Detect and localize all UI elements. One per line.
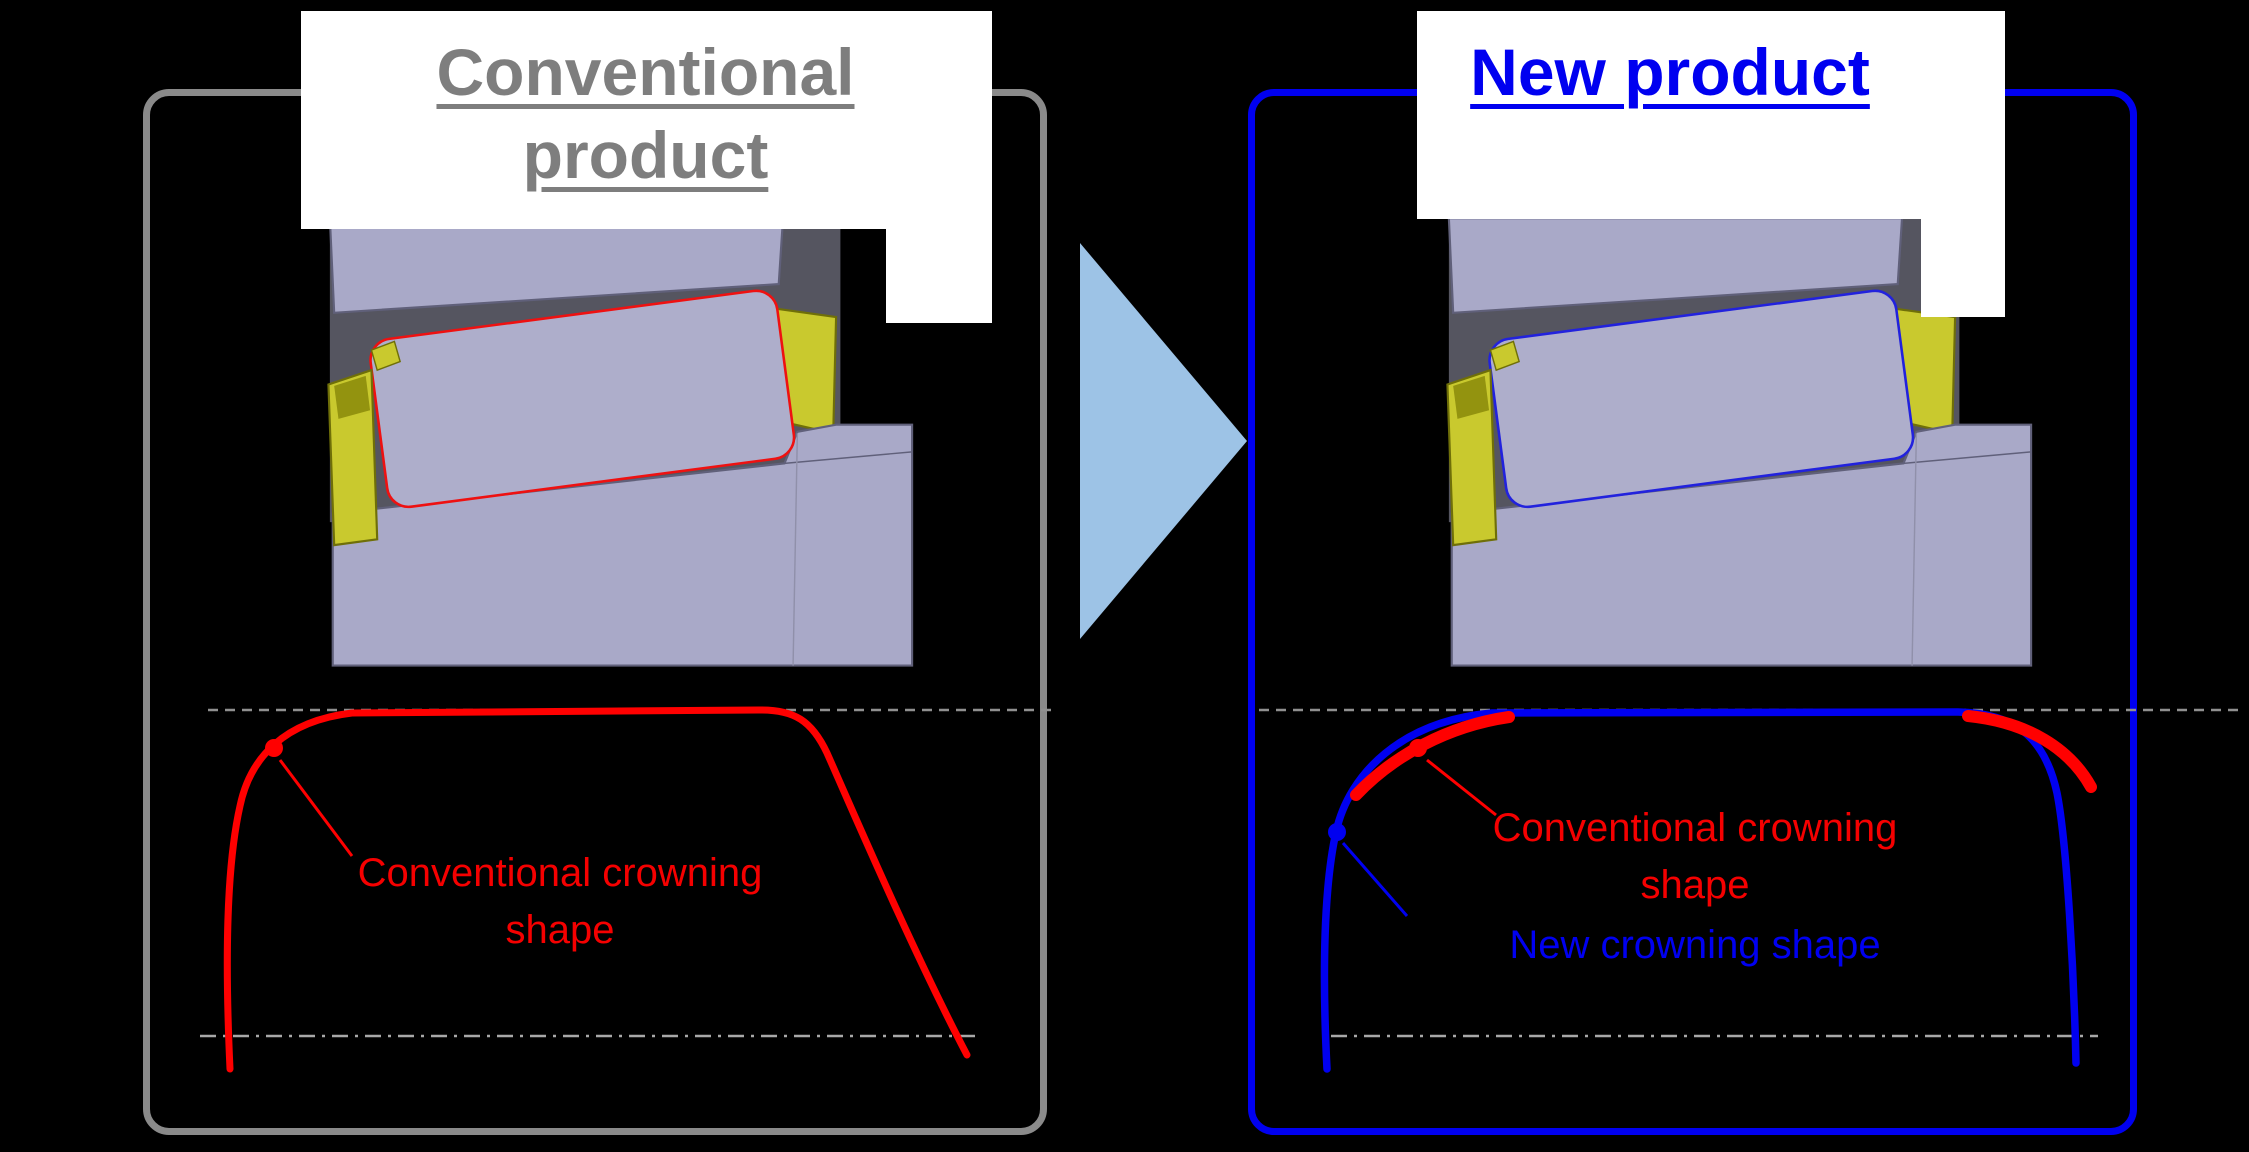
conventional-crowning-label-left: Conventional crowning shape <box>357 851 763 952</box>
right-arrow-icon <box>1080 243 1247 639</box>
roller <box>369 289 796 509</box>
inner-ring <box>331 423 914 667</box>
new-title-box: New product <box>1417 11 1923 219</box>
inner-ring <box>1450 423 2033 667</box>
new-title: New product <box>1470 35 1870 109</box>
roller-body <box>369 289 796 509</box>
bearing-cross-section-conventional <box>327 218 914 667</box>
conventional-title-box: Conventional product <box>301 11 990 229</box>
roller <box>1488 289 1915 509</box>
cage-finger <box>370 340 402 372</box>
cage-left-shade <box>334 375 371 419</box>
new-title-background-notch <box>1921 11 2005 317</box>
cage-left-shade <box>1453 375 1490 419</box>
inner-ring-rib-line <box>784 451 913 465</box>
new-crowning-label: New crowning shape <box>1509 923 1881 967</box>
roller-body <box>1488 289 1915 509</box>
conventional-crowning-label-right: Conventional crowning shape <box>1492 806 1898 907</box>
bearing-cross-section-new <box>1446 218 2033 667</box>
inner-ring-rib-line <box>1903 451 2032 465</box>
cage-finger <box>1489 340 1521 372</box>
inner-ring-step-line <box>792 433 799 666</box>
conventional-title: Conventional product <box>436 35 855 192</box>
inner-ring-step-line <box>1911 433 1918 666</box>
